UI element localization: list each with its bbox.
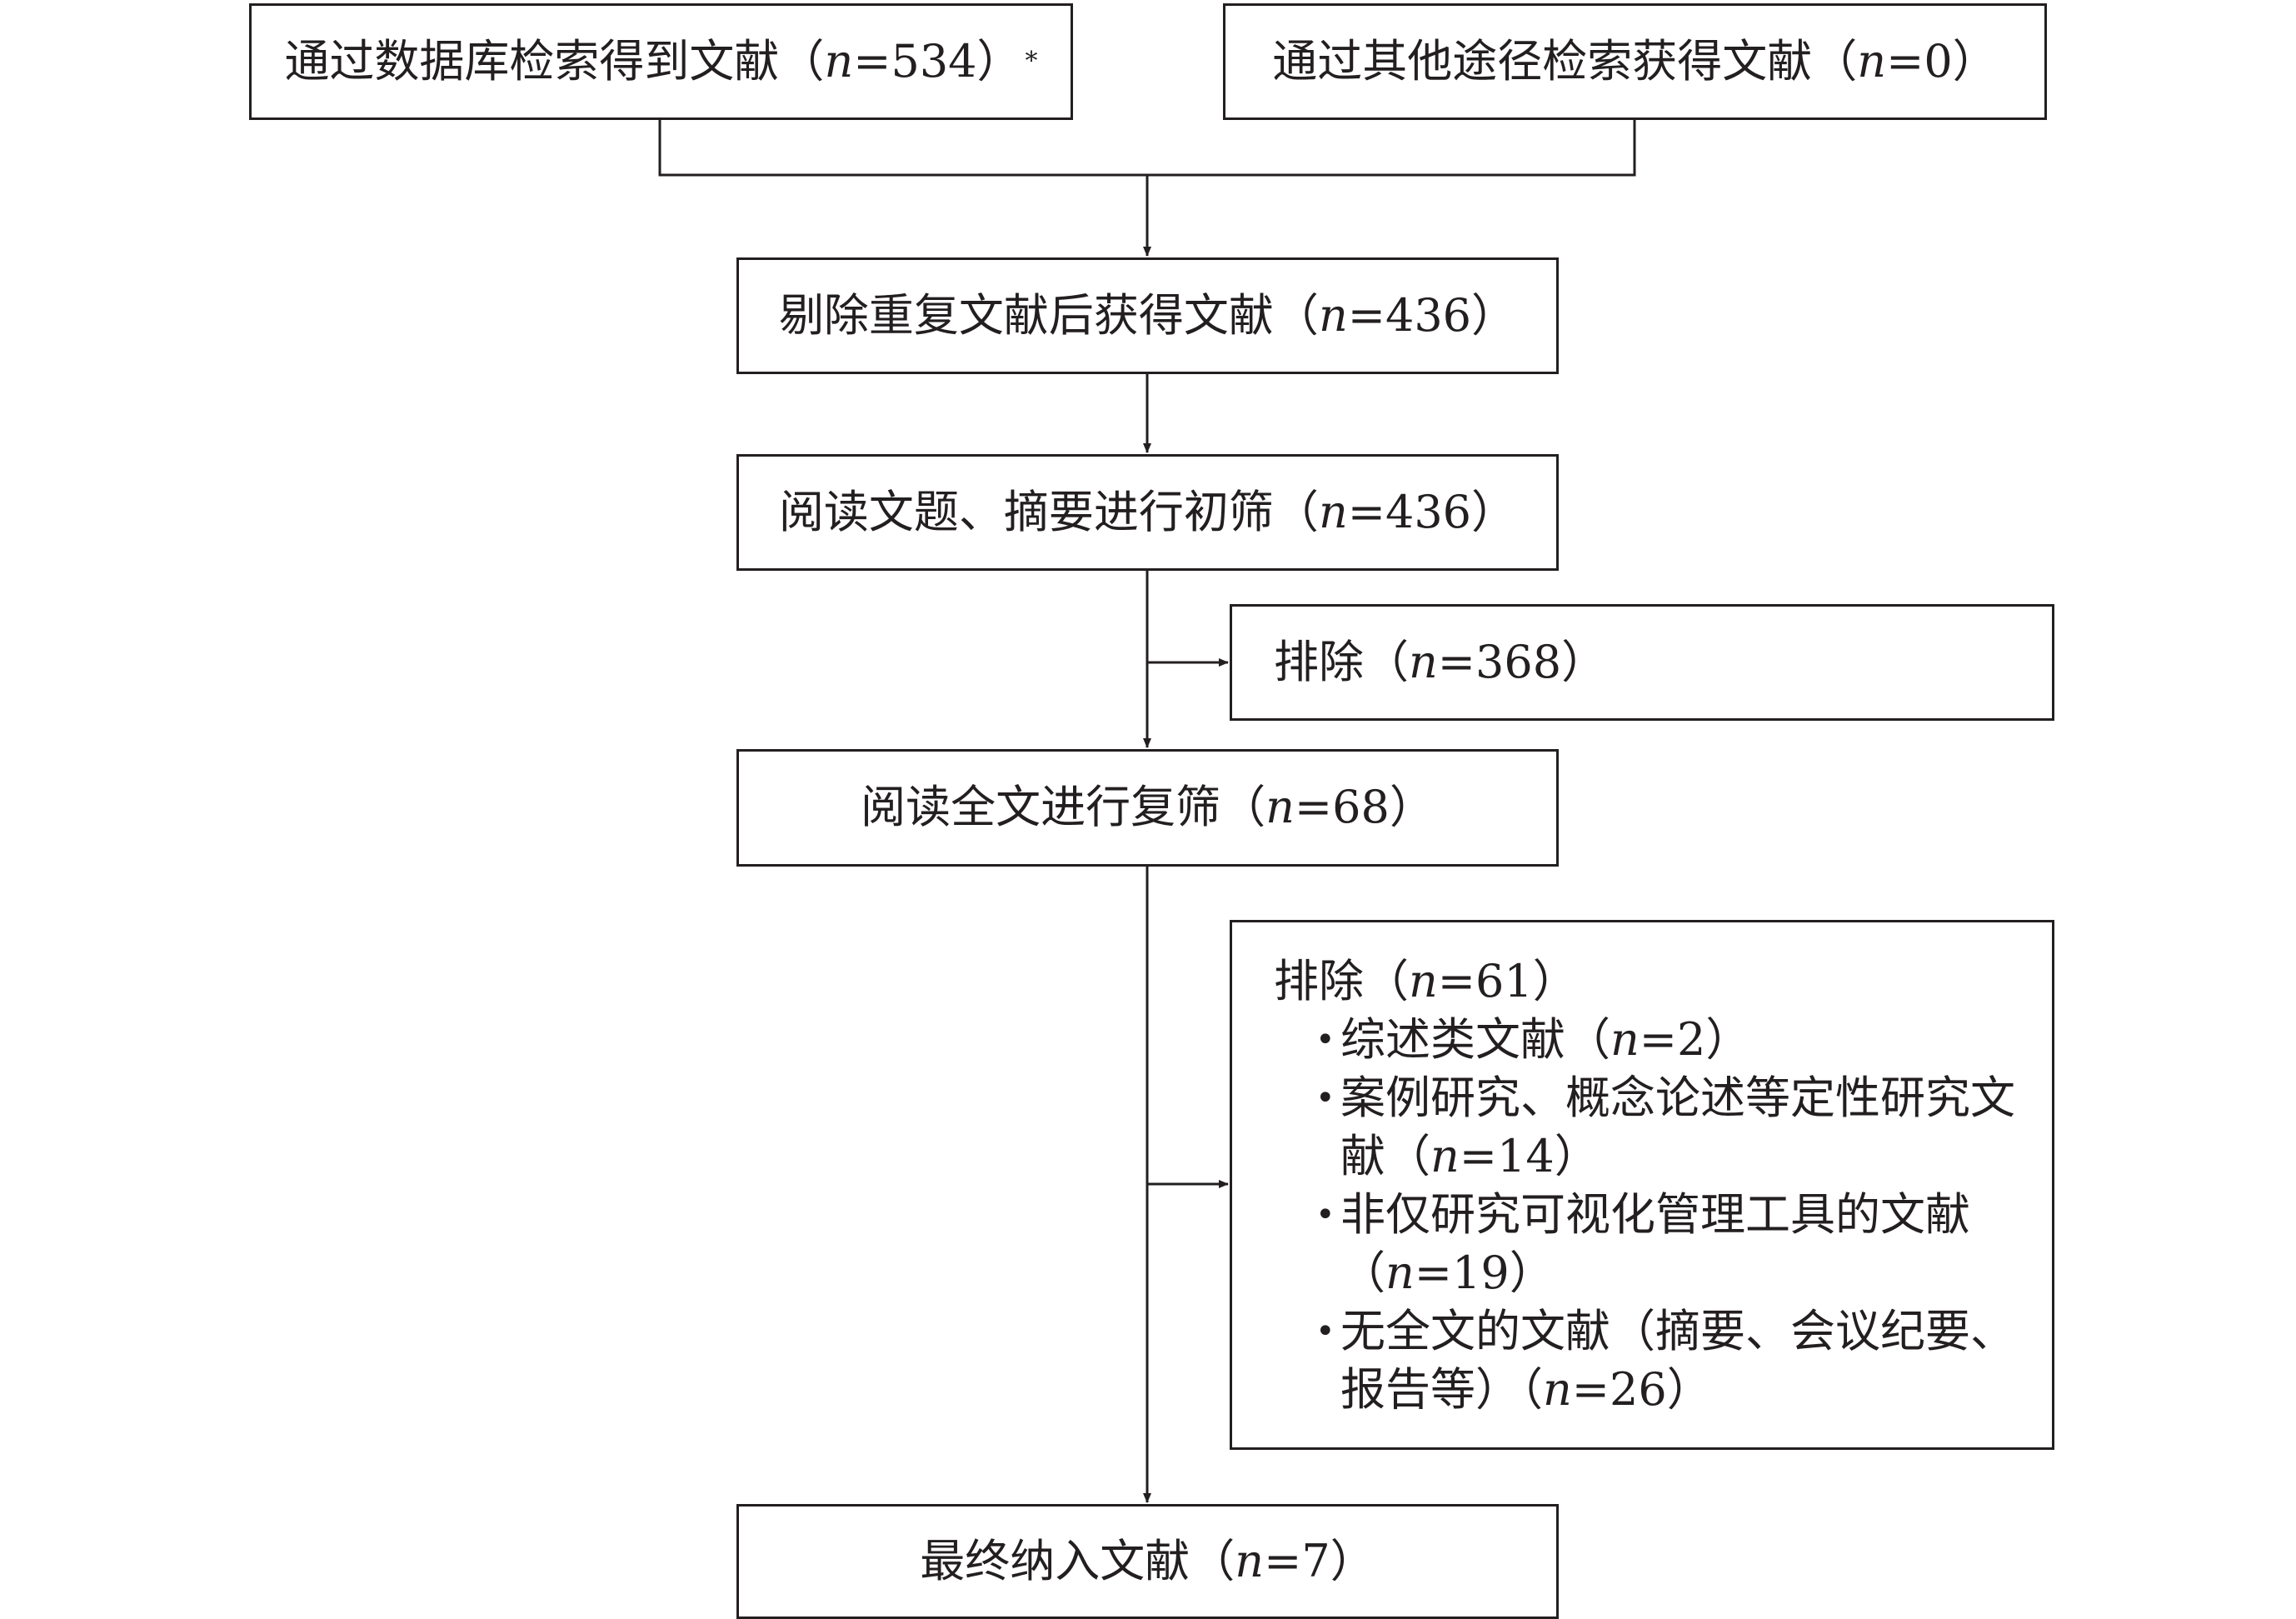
- other-search-box: 通过其他途径检索获得文献（n=0）: [1223, 3, 2047, 120]
- dedup-box: 剔除重复文献后获得文献（n=436）: [736, 257, 1559, 374]
- exclusion-reason-no-fulltext: •无全文的文献（摘要、会议纪要、报告等）（n=26）: [1315, 1302, 2015, 1419]
- exclusion-reason-label: 无全文的文献（摘要、会议纪要、报告等）（: [1340, 1305, 2015, 1416]
- database-search-box: 通过数据库检索得到文献（n=534）*: [249, 3, 1073, 120]
- exclusion-reason-label: 案例研究、概念论述等定性研究文献（: [1340, 1072, 2015, 1182]
- exclusion-reason-n-symbol: n: [1543, 1363, 1572, 1416]
- exclusion-fulltext-heading: 排除（n=61）: [1274, 952, 2052, 1011]
- fulltext-screening-box: 阅读全文进行复筛（n=68）: [736, 749, 1559, 867]
- database-search-count: =534）: [853, 34, 1022, 87]
- exclusion-fulltext-count: =61）: [1437, 955, 1578, 1007]
- bullet-icon: •: [1315, 1079, 1335, 1117]
- dedup-label: 剔除重复文献后获得文献（: [778, 288, 1319, 342]
- exclusion-reason-n-symbol: n: [1610, 1013, 1640, 1066]
- exclusion-reason-not-tool-only: •非仅研究可视化管理工具的文献（n=19）: [1315, 1186, 2015, 1302]
- exclusion-reason-qualitative: •案例研究、概念论述等定性研究文献（n=14）: [1315, 1069, 2015, 1186]
- exclusion-fulltext-label: 排除（: [1274, 955, 1409, 1007]
- title-abstract-screening-box: 阅读文题、摘要进行初筛（n=436）: [736, 454, 1559, 571]
- other-search-n-symbol: n: [1857, 34, 1887, 87]
- other-search-count: =0）: [1886, 34, 1998, 87]
- other-search-label: 通过其他途径检索获得文献（: [1272, 34, 1858, 87]
- title-abstract-n-symbol: n: [1318, 485, 1348, 538]
- exclusion-reason-label: 综述类文献（: [1340, 1013, 1610, 1066]
- final-included-n-symbol: n: [1235, 1534, 1265, 1587]
- exclusion-reason-count: =14）: [1459, 1130, 1600, 1182]
- exclusion-fulltext-n-symbol: n: [1409, 955, 1438, 1007]
- exclusion-reason-n-symbol: n: [1430, 1130, 1460, 1182]
- exclusion-initial-n-symbol: n: [1409, 635, 1438, 688]
- database-search-n-symbol: n: [824, 34, 854, 87]
- bullet-icon: •: [1315, 1312, 1335, 1351]
- fulltext-n-symbol: n: [1265, 781, 1295, 834]
- final-included-label: 最终纳入文献（: [920, 1534, 1235, 1587]
- exclusion-reasons-list: •综述类文献（n=2） •案例研究、概念论述等定性研究文献（n=14） •非仅研…: [1274, 1011, 2052, 1419]
- final-included-count: =7）: [1264, 1534, 1375, 1587]
- exclusion-reason-review: •综述类文献（n=2）: [1315, 1011, 2015, 1069]
- dedup-n-symbol: n: [1318, 288, 1348, 342]
- final-included-box: 最终纳入文献（n=7）: [736, 1504, 1559, 1619]
- database-search-footnote-mark: *: [1025, 47, 1038, 76]
- exclusion-reason-label: 非仅研究可视化管理工具的文献（: [1340, 1188, 1970, 1299]
- exclusion-initial-label: 排除（: [1274, 635, 1409, 688]
- bullet-icon: •: [1315, 1196, 1335, 1234]
- fulltext-count: =68）: [1294, 781, 1435, 834]
- dedup-count: =436）: [1347, 288, 1517, 342]
- exclusion-box-fulltext: 排除（n=61） •综述类文献（n=2） •案例研究、概念论述等定性研究文献（n…: [1230, 920, 2054, 1450]
- bullet-icon: •: [1315, 1021, 1335, 1059]
- title-abstract-count: =436）: [1347, 485, 1517, 538]
- exclusion-box-initial: 排除（n=368）: [1230, 604, 2054, 721]
- database-search-label: 通过数据库检索得到文献（: [284, 34, 825, 87]
- exclusion-reason-count: =26）: [1571, 1363, 1712, 1416]
- merge-connector: [658, 119, 1636, 177]
- exclusion-reason-n-symbol: n: [1385, 1247, 1415, 1299]
- title-abstract-label: 阅读文题、摘要进行初筛（: [778, 485, 1319, 538]
- fulltext-label: 阅读全文进行复筛（: [861, 781, 1266, 834]
- exclusion-reason-count: =19）: [1414, 1247, 1555, 1299]
- exclusion-initial-count: =368）: [1437, 635, 1607, 688]
- exclusion-reason-count: =2）: [1639, 1013, 1751, 1066]
